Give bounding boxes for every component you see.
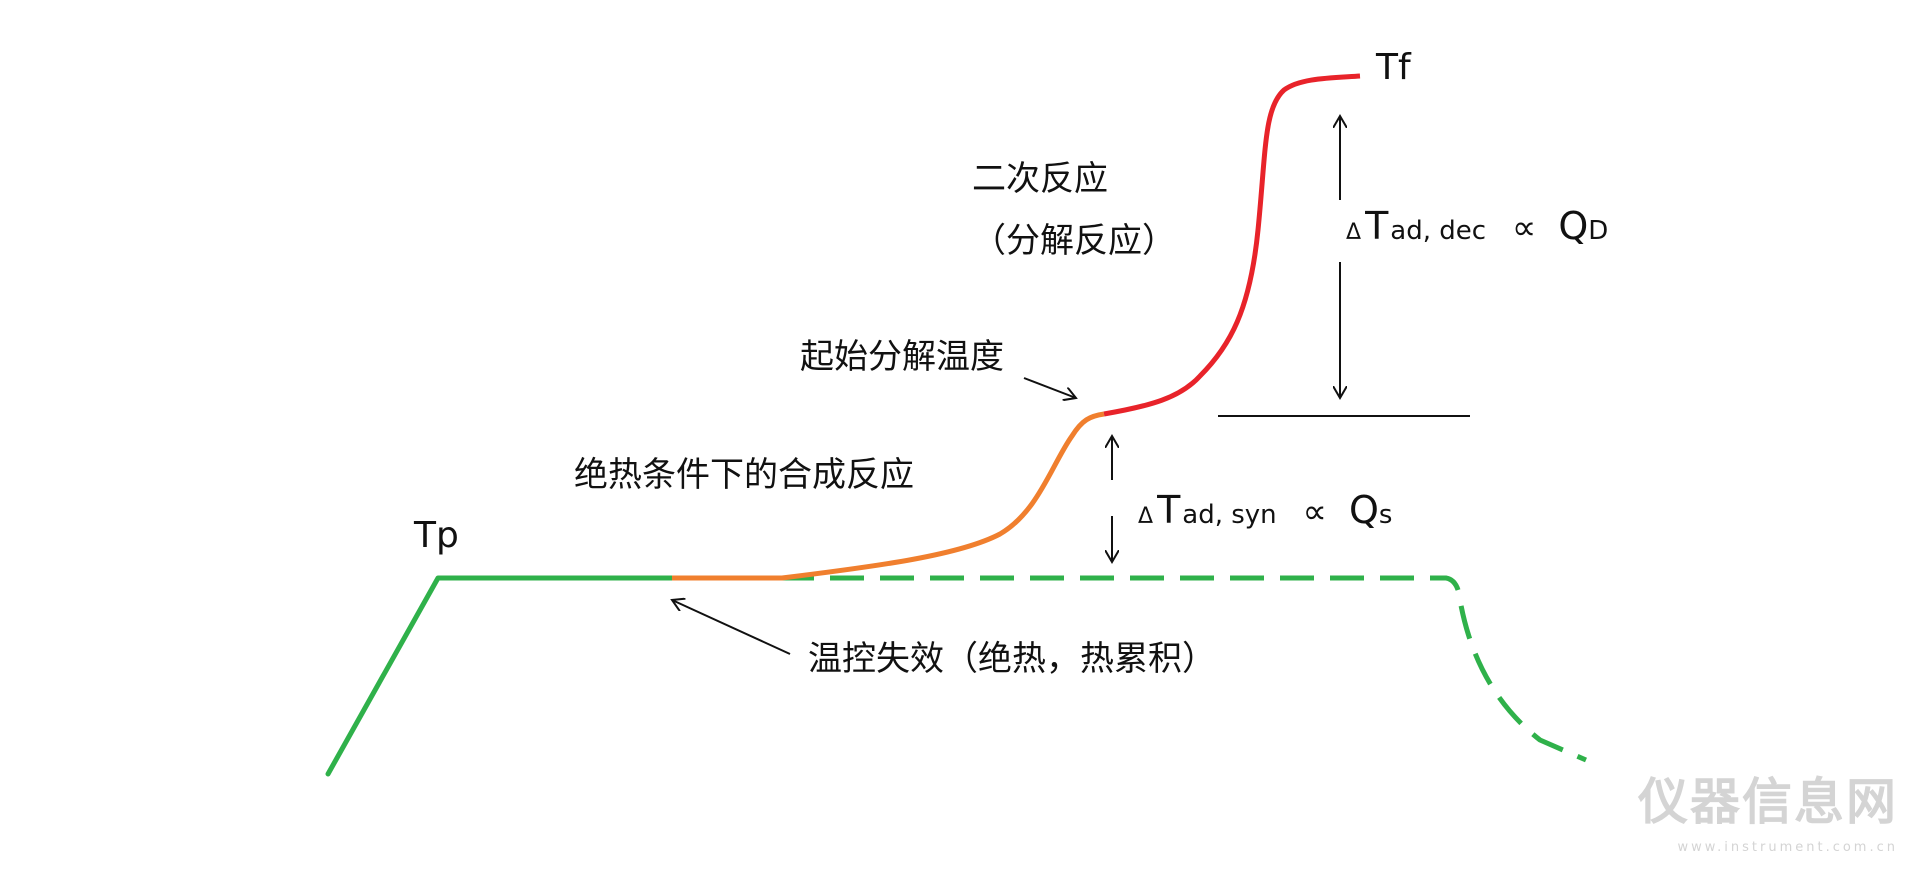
decomposition-reaction-label: （分解反应） xyxy=(972,221,1176,261)
heat-q: Q xyxy=(1348,488,1379,532)
delta-t: T xyxy=(1157,488,1181,532)
decomposition-curve xyxy=(1103,73,1361,417)
delta-symbol: Δ xyxy=(1138,504,1154,529)
watermark-text: 仪器信息网 xyxy=(1638,773,1898,831)
heat-q-subscript: D xyxy=(1588,216,1609,246)
onset-decomposition-label: 起始分解温度 xyxy=(800,337,1004,377)
delta-symbol: Δ xyxy=(1346,220,1362,245)
tf-label: Tf xyxy=(1376,47,1411,88)
delta-subscript: ad, dec xyxy=(1390,216,1487,246)
normal-process-dashed-curve xyxy=(780,575,1587,763)
proportional-symbol: ∝ xyxy=(1302,492,1327,532)
adiabatic-synthesis-label: 绝热条件下的合成反应 xyxy=(574,455,914,495)
proportional-symbol: ∝ xyxy=(1512,208,1537,248)
watermark-url: www.instrument.com.cn xyxy=(1677,840,1898,855)
heat-q: Q xyxy=(1558,204,1589,248)
secondary-reaction-label: 二次反应 xyxy=(972,159,1108,199)
tp-label: Tp xyxy=(414,515,459,556)
heating-ramp-curve xyxy=(325,575,441,777)
delta-syn-formula: Δ T ad, syn ∝ Q s xyxy=(1138,488,1392,532)
heat-q-subscript: s xyxy=(1378,500,1393,530)
control-failure-arrow xyxy=(672,600,791,655)
delta-subscript: ad, syn xyxy=(1182,500,1277,530)
synthesis-runaway-curve xyxy=(672,411,1105,581)
delta-dec-formula: Δ T ad, dec ∝ Q D xyxy=(1346,204,1608,248)
watermark: 仪器信息网 www.instrument.com.cn xyxy=(1638,762,1898,855)
control-failure-label: 温控失效（绝热，热累积） xyxy=(808,639,1216,679)
delta-t: T xyxy=(1365,204,1389,248)
onset-pointer-arrow xyxy=(1023,377,1076,398)
